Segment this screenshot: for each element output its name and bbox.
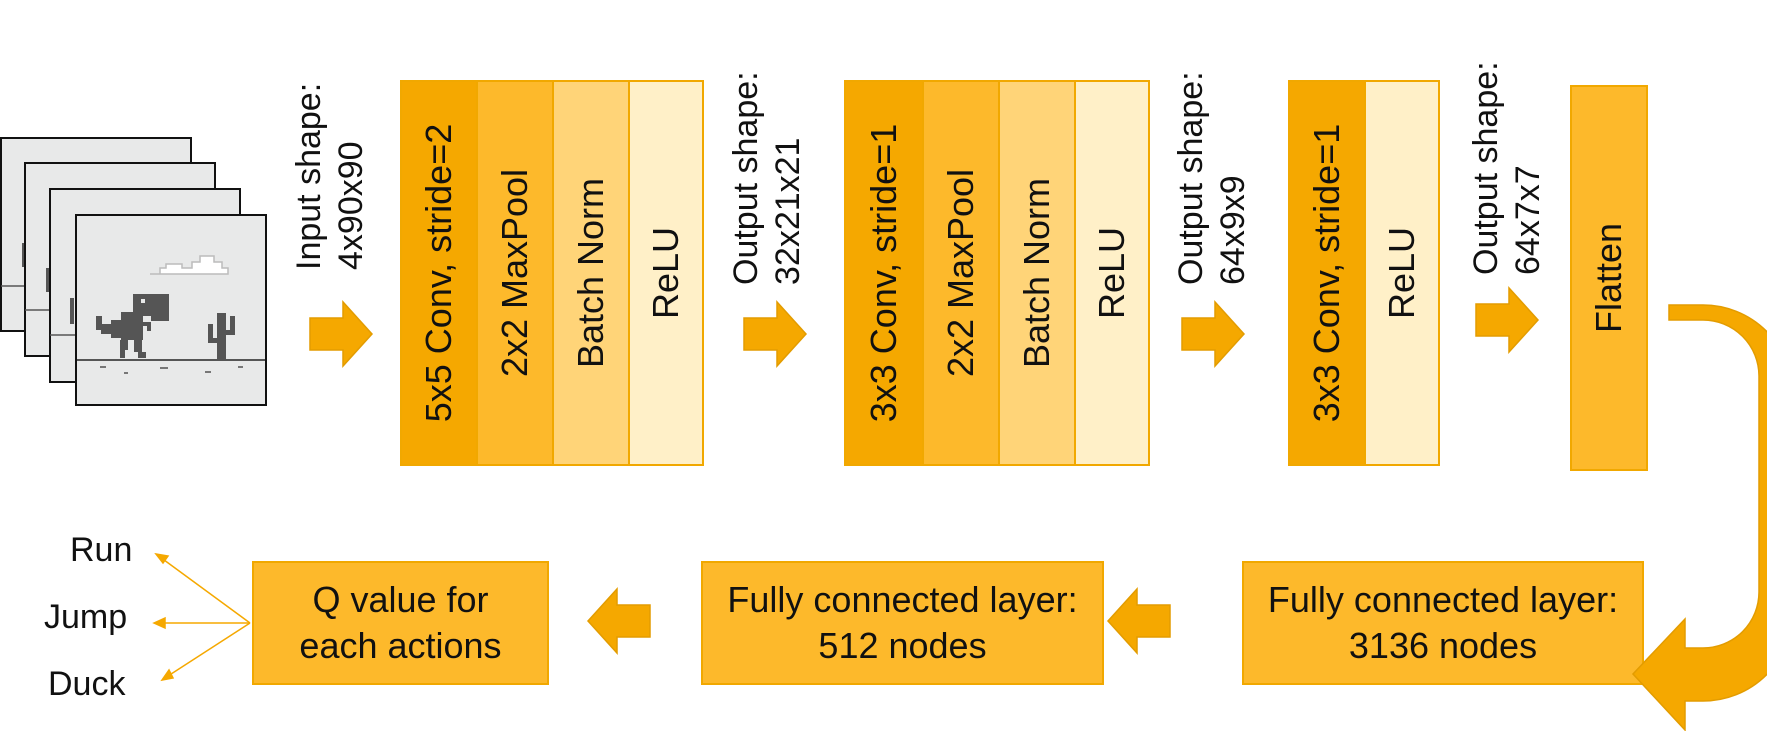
block-arrow-icon	[743, 300, 808, 368]
dino-game-screenshot-icon	[75, 214, 267, 406]
arrowhead-icon	[160, 668, 175, 682]
q-value-output: Q value for each actions	[252, 561, 549, 685]
stage2-relu-layer: ReLU	[1074, 80, 1150, 466]
stage3-relu-layer: ReLU	[1364, 80, 1440, 466]
arrowhead-icon	[154, 552, 170, 565]
action-duck-arrow	[167, 622, 251, 677]
stage1-conv-layer: 5x5 Conv, stride=2	[400, 80, 478, 466]
block-arrow-icon	[1181, 300, 1246, 368]
block-arrow-icon	[1475, 286, 1540, 354]
curved-connector-icon	[1631, 304, 1767, 731]
action-duck-label: Duck	[48, 665, 126, 703]
flatten-layer: Flatten	[1570, 85, 1648, 471]
arrowhead-icon	[152, 616, 166, 630]
stage1-relu-layer: ReLU	[628, 80, 704, 466]
fc2-layer: Fully connected layer: 512 nodes	[701, 561, 1104, 685]
action-run-label: Run	[70, 531, 133, 569]
stage1-batchnorm-layer: Batch Norm	[552, 80, 630, 466]
block-arrow-icon	[586, 587, 651, 655]
block-arrow-icon	[1106, 587, 1171, 655]
block-arrow-icon	[309, 300, 374, 368]
fc1-layer: Fully connected layer: 3136 nodes	[1242, 561, 1644, 685]
action-jump-label: Jump	[44, 598, 128, 636]
stage3-conv-layer: 3x3 Conv, stride=1	[1288, 80, 1366, 466]
action-run-arrow	[159, 556, 251, 624]
